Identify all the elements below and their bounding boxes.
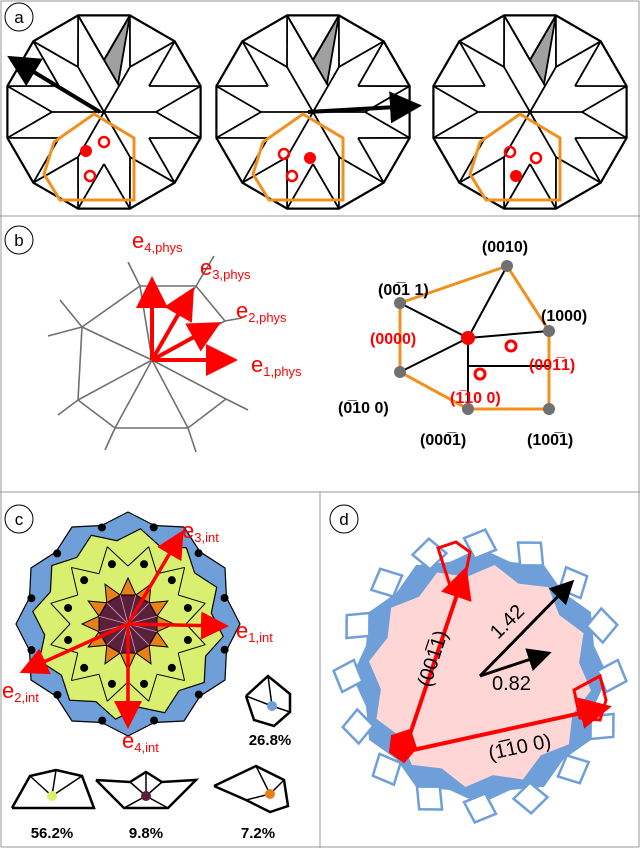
length-1-42-arrow [478, 579, 575, 678]
svg-text:7.2%: 7.2% [241, 825, 275, 842]
environment-yellow-green: 56.2% [10, 768, 96, 842]
e2-int-arrow [19, 622, 129, 675]
environment-blue: 26.8% [244, 674, 292, 749]
vector-1-100-arrow [403, 697, 612, 754]
e3-phys-label: e3,phys [200, 255, 251, 282]
e2-phys-arrow [151, 322, 222, 362]
e1-phys-label: e1,phys [251, 352, 302, 379]
panel-c-letter: c [4, 504, 34, 534]
e2-int-label: e2,int [2, 678, 39, 705]
e1-int-label: e1,int [236, 618, 273, 645]
length-0-82-label: 0.82 [492, 673, 531, 695]
node-label-0-100: (0̅10 0) [338, 399, 389, 417]
node-label-00-1-1: (00̅1 1) [378, 281, 429, 299]
svg-text:a: a [14, 8, 24, 27]
vector-001-1-arrow [402, 566, 472, 753]
node-label-001-1: (001̅1) [529, 356, 575, 374]
node-label-000-1: (000̅1) [420, 431, 466, 449]
origin-node [461, 331, 475, 345]
node-label-0010: (0010) [482, 239, 528, 256]
node-label-1000: (1000) [541, 308, 587, 325]
e3-int-label: e3,int [182, 518, 219, 545]
environment-orange: 7.2% [213, 764, 290, 842]
vertex-configuration: (0010) (00̅1 1) (1000) (0000) (001̅1) (0… [338, 239, 587, 449]
e3-int-arrow [126, 529, 184, 625]
panel-a [6, 14, 628, 210]
svg-text:9.8%: 9.8% [129, 825, 163, 842]
svg-text:56.2%: 56.2% [31, 825, 74, 842]
translation-arrow [307, 91, 422, 124]
e3-phys-arrow [150, 287, 194, 361]
e1-int-arrow [127, 611, 229, 640]
panel-b-letter: b [4, 225, 34, 255]
node-label-100-1: (100̅1) [527, 431, 573, 449]
svg-text:d: d [339, 510, 348, 529]
tiling-fragment: e1,phys e2,phys e3,phys e4,phys [47, 228, 302, 453]
acceptance-domain: 1.420.82(001̅1)(1̅10 0) [332, 528, 628, 824]
internal-space-window: e1,int e2,int e3,int e4,int [2, 511, 273, 755]
tiling-2 [215, 14, 422, 210]
e2-phys-label: e2,phys [236, 298, 287, 325]
tiling-1 [6, 14, 202, 210]
node-label-1-100: (1̅10 0) [450, 389, 501, 407]
tiling-3 [432, 14, 628, 210]
translation-arrow [7, 55, 102, 114]
svg-text:c: c [15, 510, 24, 529]
length-0-82-arrow [479, 648, 552, 678]
panel-a-letter: a [4, 2, 34, 32]
svg-text:26.8%: 26.8% [249, 732, 292, 749]
e4-phys-label: e4,phys [132, 228, 183, 255]
svg-text:b: b [14, 231, 23, 250]
node-label-0000: (0000) [370, 331, 416, 348]
e4-int-label: e4,int [122, 728, 159, 755]
environment-maroon: 9.8% [95, 770, 200, 842]
panel-d-letter: d [329, 504, 359, 534]
